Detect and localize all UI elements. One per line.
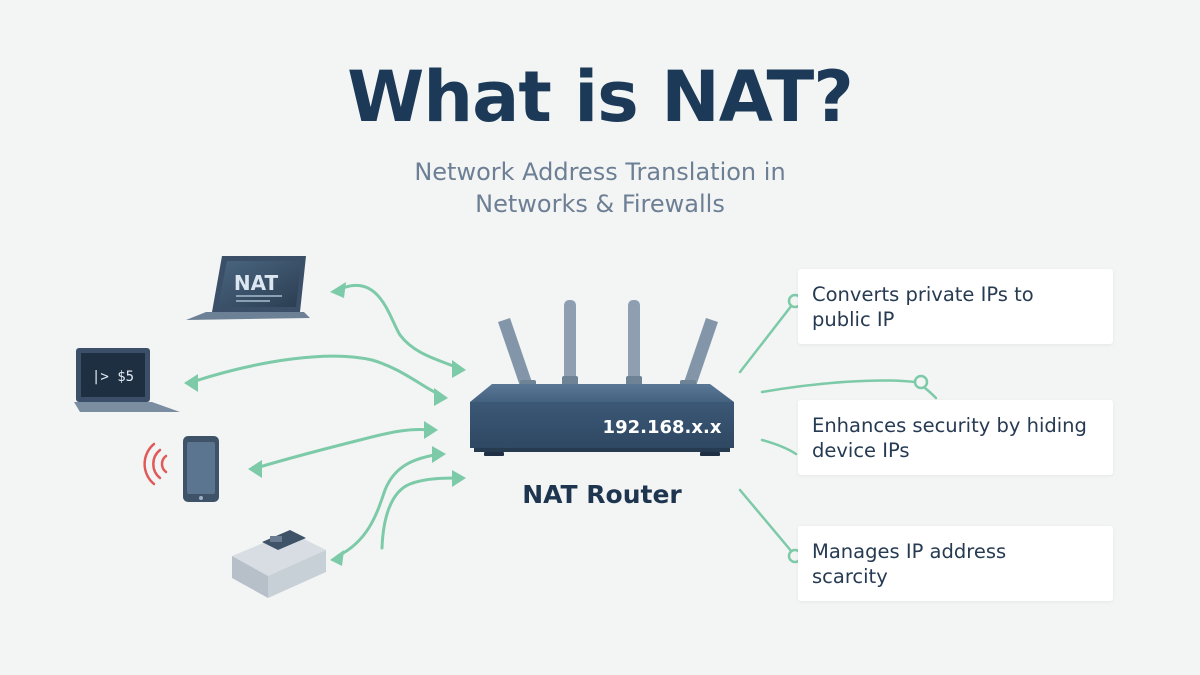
arrowhead-netdev-router-a: [432, 446, 446, 463]
network-device-port: [270, 536, 282, 542]
terminal-laptop-screen: [81, 353, 145, 397]
feature-box-translation: Converts private IPs to public IP: [798, 269, 1113, 344]
terminal-laptop-screen-text: |> $5: [92, 369, 134, 385]
connector-laptop-terminal: [190, 354, 442, 397]
subtitle-line-1: Network Address Translation in: [414, 158, 786, 186]
arrowhead-phone-device: [248, 460, 262, 478]
connector-network-device-a: [336, 452, 442, 558]
router-foot-left: [484, 452, 504, 456]
connector-feature-4: [738, 488, 794, 554]
connector-network-device-b: [380, 476, 462, 550]
laptop-terminal-device: |> $5: [74, 348, 180, 412]
network-device: [232, 530, 326, 598]
antenna-2: [564, 300, 576, 388]
laptop-screen-line-2: [236, 300, 270, 302]
connector-smartphone: [254, 428, 432, 470]
wifi-signal-icon: [143, 442, 168, 486]
connector-laptop: [336, 283, 460, 370]
arrowhead-laptop-router: [452, 360, 466, 378]
antenna-3: [628, 300, 640, 388]
device-connectors: [190, 283, 462, 558]
terminal-laptop-base: [74, 402, 180, 412]
connector-arrowheads: [184, 282, 466, 566]
arrowhead-laptop-device: [330, 282, 346, 298]
router-foot-right: [700, 452, 720, 456]
network-device-front: [232, 556, 268, 598]
antenna-4: [682, 318, 718, 392]
connector-feature-1: [738, 303, 794, 374]
feature-3-line-2: scarcity: [812, 565, 888, 588]
connector-feature-2-tail: [923, 386, 938, 400]
arrowhead-terminal-device: [184, 374, 198, 392]
nat-router: 192.168.x.x: [470, 300, 734, 456]
feature-2-line-2: device IPs: [812, 439, 910, 462]
page-subtitle: Network Address Translation in Networks …: [0, 156, 1200, 220]
connector-feature-2: [760, 379, 917, 394]
smartphone-home-button: [199, 496, 203, 500]
page-title: What is NAT?: [347, 56, 854, 138]
arrowhead-netdev-router-b: [452, 470, 466, 487]
router-antennas: [498, 300, 718, 392]
arrowhead-phone-router: [424, 421, 438, 439]
subtitle-line-2: Networks & Firewalls: [475, 190, 725, 218]
laptop-device: NAT: [186, 256, 310, 320]
laptop-base: [186, 312, 310, 320]
antenna-1: [498, 318, 534, 392]
feature-box-scarcity: Manages IP address scarcity: [798, 526, 1113, 601]
network-device-side: [268, 550, 326, 598]
router-ip-label: 192.168.x.x: [603, 417, 722, 438]
network-device-top: [232, 532, 326, 576]
smartphone-device: [143, 436, 219, 502]
arrowhead-netdev-device: [330, 550, 344, 566]
router-top: [470, 384, 734, 402]
router-name-label: NAT Router: [522, 480, 682, 509]
connector-feature-2-node: [913, 374, 929, 390]
feature-box-security: Enhances security by hiding device IPs: [798, 400, 1113, 475]
connector-feature-3: [760, 438, 798, 456]
router-bottom: [474, 448, 730, 452]
feature-1-line-2: public IP: [812, 308, 895, 331]
feature-2-line-1: Enhances security by hiding: [812, 414, 1087, 437]
router-front: [470, 402, 734, 448]
feature-1-line-1: Converts private IPs to: [812, 283, 1034, 306]
laptop-screen-text: NAT: [234, 271, 279, 295]
laptop-screen-line-1: [236, 295, 282, 297]
feature-3-line-1: Manages IP address: [812, 540, 1007, 563]
arrowhead-terminal-router: [434, 388, 448, 406]
smartphone-screen: [187, 442, 215, 494]
network-device-module: [262, 530, 306, 550]
